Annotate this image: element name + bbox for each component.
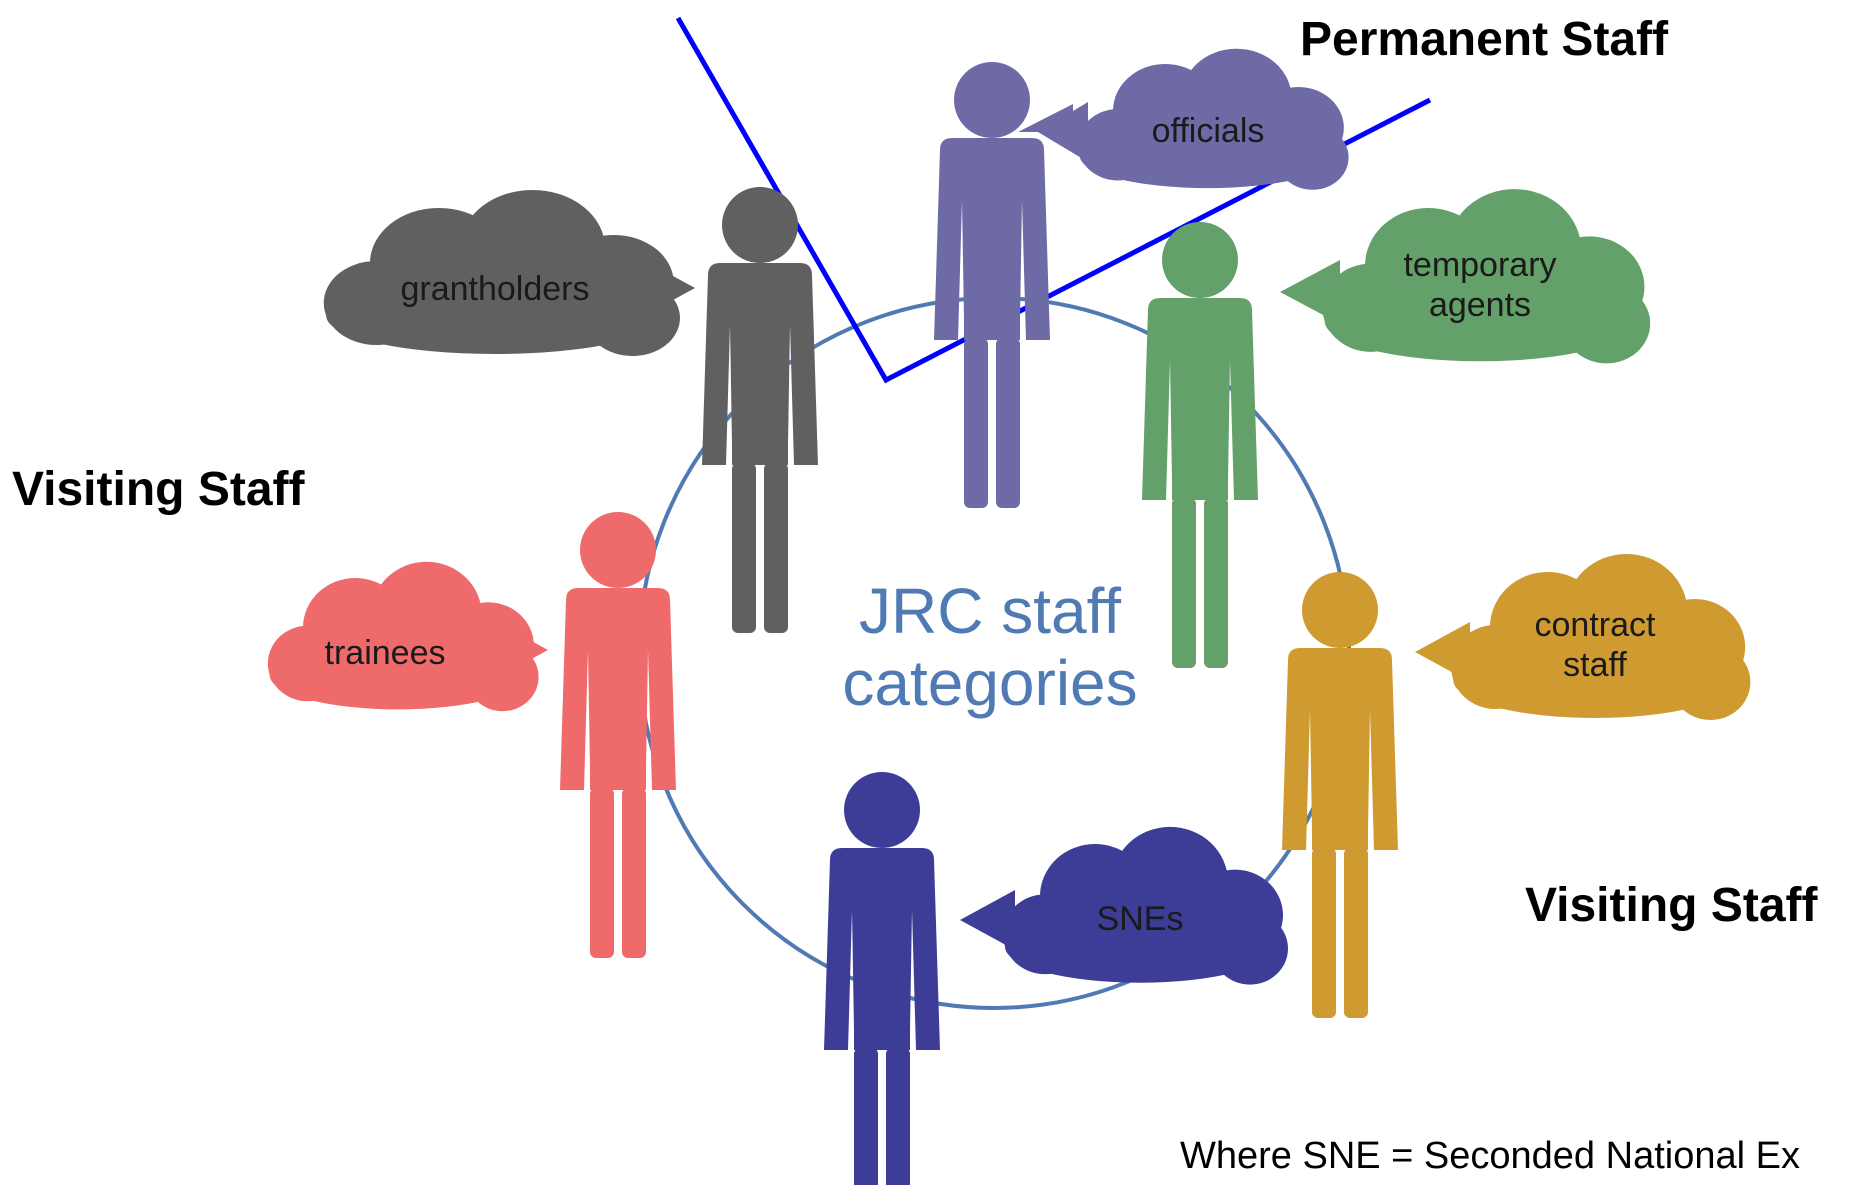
footnote: Where SNE = Seconded National Ex [1180,1135,1800,1177]
snes-group: SNEs [824,772,1288,1185]
trainees-label: trainees [325,634,446,672]
snes-cloud-shape [960,826,1288,985]
grantholders-group: grantholders [323,187,818,633]
contract-staff-label-line1: contract [1535,606,1656,644]
trainees-cloud-shape [267,561,548,712]
contract-staff-person-icon [1282,572,1398,1018]
contract-staff-group: contract staff [1282,554,1751,1018]
temporary-agents-label-line2: agents [1429,286,1531,324]
snes-person-icon [824,772,940,1185]
grantholders-cloud-shape [323,190,695,356]
temporary-agents-group: temporary agents [1142,189,1651,668]
contract-staff-label-line2: staff [1563,646,1627,684]
visiting-staff-label-left: Visiting Staff [12,463,305,516]
center-title: JRC staff categories [790,575,1190,719]
snes-label: SNEs [1097,900,1184,938]
permanent-staff-label: Permanent Staff [1300,13,1669,66]
visiting-staff-label-right: Visiting Staff [1525,879,1818,932]
grantholders-person-icon [702,187,818,633]
temporary-agents-cloud-shape [1280,189,1651,364]
officials-label: officials [1152,112,1265,150]
officials-group: officials [934,48,1349,508]
trainees-person-icon [560,512,676,958]
center-title-line1: JRC staff [859,575,1121,647]
permanent-staff-divider [675,16,1432,384]
trainees-group: trainees [267,512,676,958]
center-title-line2: categories [842,647,1138,719]
contract-staff-cloud-shape [1415,554,1751,720]
grantholders-label: grantholders [400,270,589,308]
temporary-agents-label-line1: temporary [1403,246,1556,284]
officials-cloud-shape [1018,48,1349,190]
